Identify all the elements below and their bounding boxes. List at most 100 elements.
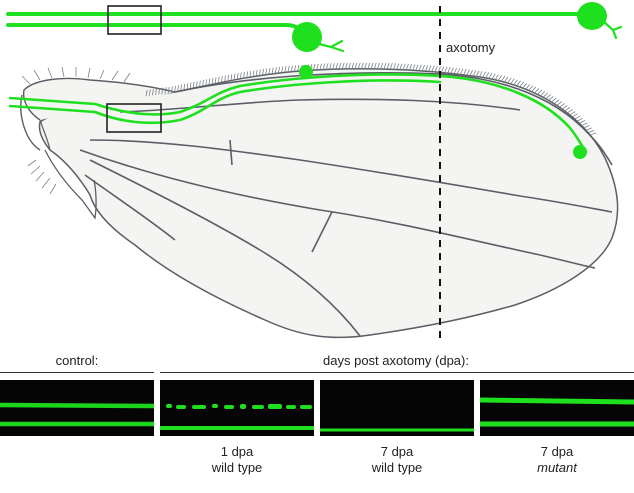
bristle	[569, 111, 576, 116]
7dpa-mutant-axons	[480, 397, 634, 427]
bristle	[513, 79, 518, 86]
bristle	[440, 66, 445, 73]
wing-axon	[8, 73, 588, 154]
bristle	[348, 62, 351, 69]
bristle	[170, 86, 173, 93]
bristle	[277, 66, 281, 74]
bristle	[217, 76, 220, 84]
bristle	[551, 97, 557, 103]
bristle	[325, 63, 329, 70]
margin-bristles	[145, 62, 597, 136]
bristle	[230, 74, 233, 81]
wing-veins	[79, 72, 613, 337]
bristle	[472, 70, 477, 77]
bristle	[161, 87, 164, 94]
bristle	[479, 71, 483, 78]
bristle	[421, 64, 425, 72]
bristle	[364, 62, 368, 69]
bristle	[290, 65, 293, 72]
bristle	[564, 107, 571, 112]
bristle	[399, 63, 403, 70]
bristle	[145, 90, 148, 97]
micrograph-control	[0, 380, 154, 436]
bristle	[507, 77, 512, 84]
bristle	[424, 65, 429, 72]
bristle	[431, 65, 435, 72]
bristle	[167, 86, 170, 94]
panel-1dpa-line2: wild type	[211, 460, 263, 475]
bristle	[258, 69, 261, 76]
bristle	[386, 63, 390, 70]
bristle	[567, 109, 573, 114]
bristle	[316, 63, 319, 71]
bristle	[354, 62, 358, 69]
bristle	[338, 62, 342, 70]
bristle	[590, 132, 597, 136]
panel-7dpa-mutant-line2: mutant	[537, 460, 577, 475]
bristle	[482, 71, 486, 78]
bristle	[556, 101, 563, 106]
bristle	[453, 67, 458, 74]
bristle	[199, 80, 201, 87]
micrograph-7dpa-mutant	[480, 380, 634, 436]
bristle	[265, 68, 268, 75]
bristle	[510, 78, 515, 85]
bristle	[287, 65, 290, 73]
bristle	[415, 64, 419, 71]
bristle	[189, 82, 192, 89]
bristle	[528, 85, 534, 91]
hinge-line	[39, 119, 51, 151]
bristle	[553, 99, 560, 105]
bristle	[155, 88, 158, 95]
bristle	[274, 67, 277, 74]
bristle	[196, 81, 198, 88]
wing-cell-body-2	[573, 145, 587, 159]
bristle	[246, 71, 249, 78]
wing-blade	[38, 68, 619, 339]
bristle	[227, 74, 230, 82]
bristle	[405, 63, 409, 71]
vein-l4	[79, 149, 596, 269]
bristle	[585, 127, 592, 131]
bristle	[444, 66, 448, 73]
bristle	[504, 76, 509, 83]
bristle	[516, 80, 521, 87]
vein-l5	[89, 159, 361, 337]
dendrite-lower	[317, 39, 345, 53]
bristle	[434, 65, 438, 73]
zoom-box-wing	[106, 103, 162, 133]
bristle	[271, 67, 274, 74]
bristle	[460, 68, 464, 75]
anterior-crossvein	[229, 139, 233, 166]
bristle	[192, 81, 195, 89]
bristle	[587, 129, 595, 134]
bristle	[383, 62, 387, 70]
control-rule	[0, 372, 154, 373]
axon-line-lower	[6, 23, 302, 32]
bristle	[351, 62, 355, 69]
bristle	[583, 124, 590, 129]
bristle	[561, 105, 568, 110]
bristle	[335, 62, 339, 70]
bristle	[252, 70, 255, 77]
bristle	[456, 68, 461, 75]
bristle	[341, 62, 345, 70]
vein-l3	[89, 139, 613, 213]
bristle	[488, 72, 493, 79]
bristle	[380, 62, 384, 70]
bristle	[202, 79, 204, 87]
bristle	[574, 115, 581, 120]
bristle	[501, 75, 506, 82]
bristle	[205, 79, 207, 86]
bristle	[262, 68, 265, 76]
micrograph-7dpa-wild-type	[320, 380, 474, 436]
bristle	[239, 72, 242, 79]
zoom-box-top	[107, 5, 162, 35]
bristle	[475, 70, 480, 77]
wing-cell-body-1	[299, 65, 313, 79]
control-label: control:	[55, 353, 99, 368]
bristle	[255, 69, 258, 77]
bristle	[361, 62, 364, 69]
